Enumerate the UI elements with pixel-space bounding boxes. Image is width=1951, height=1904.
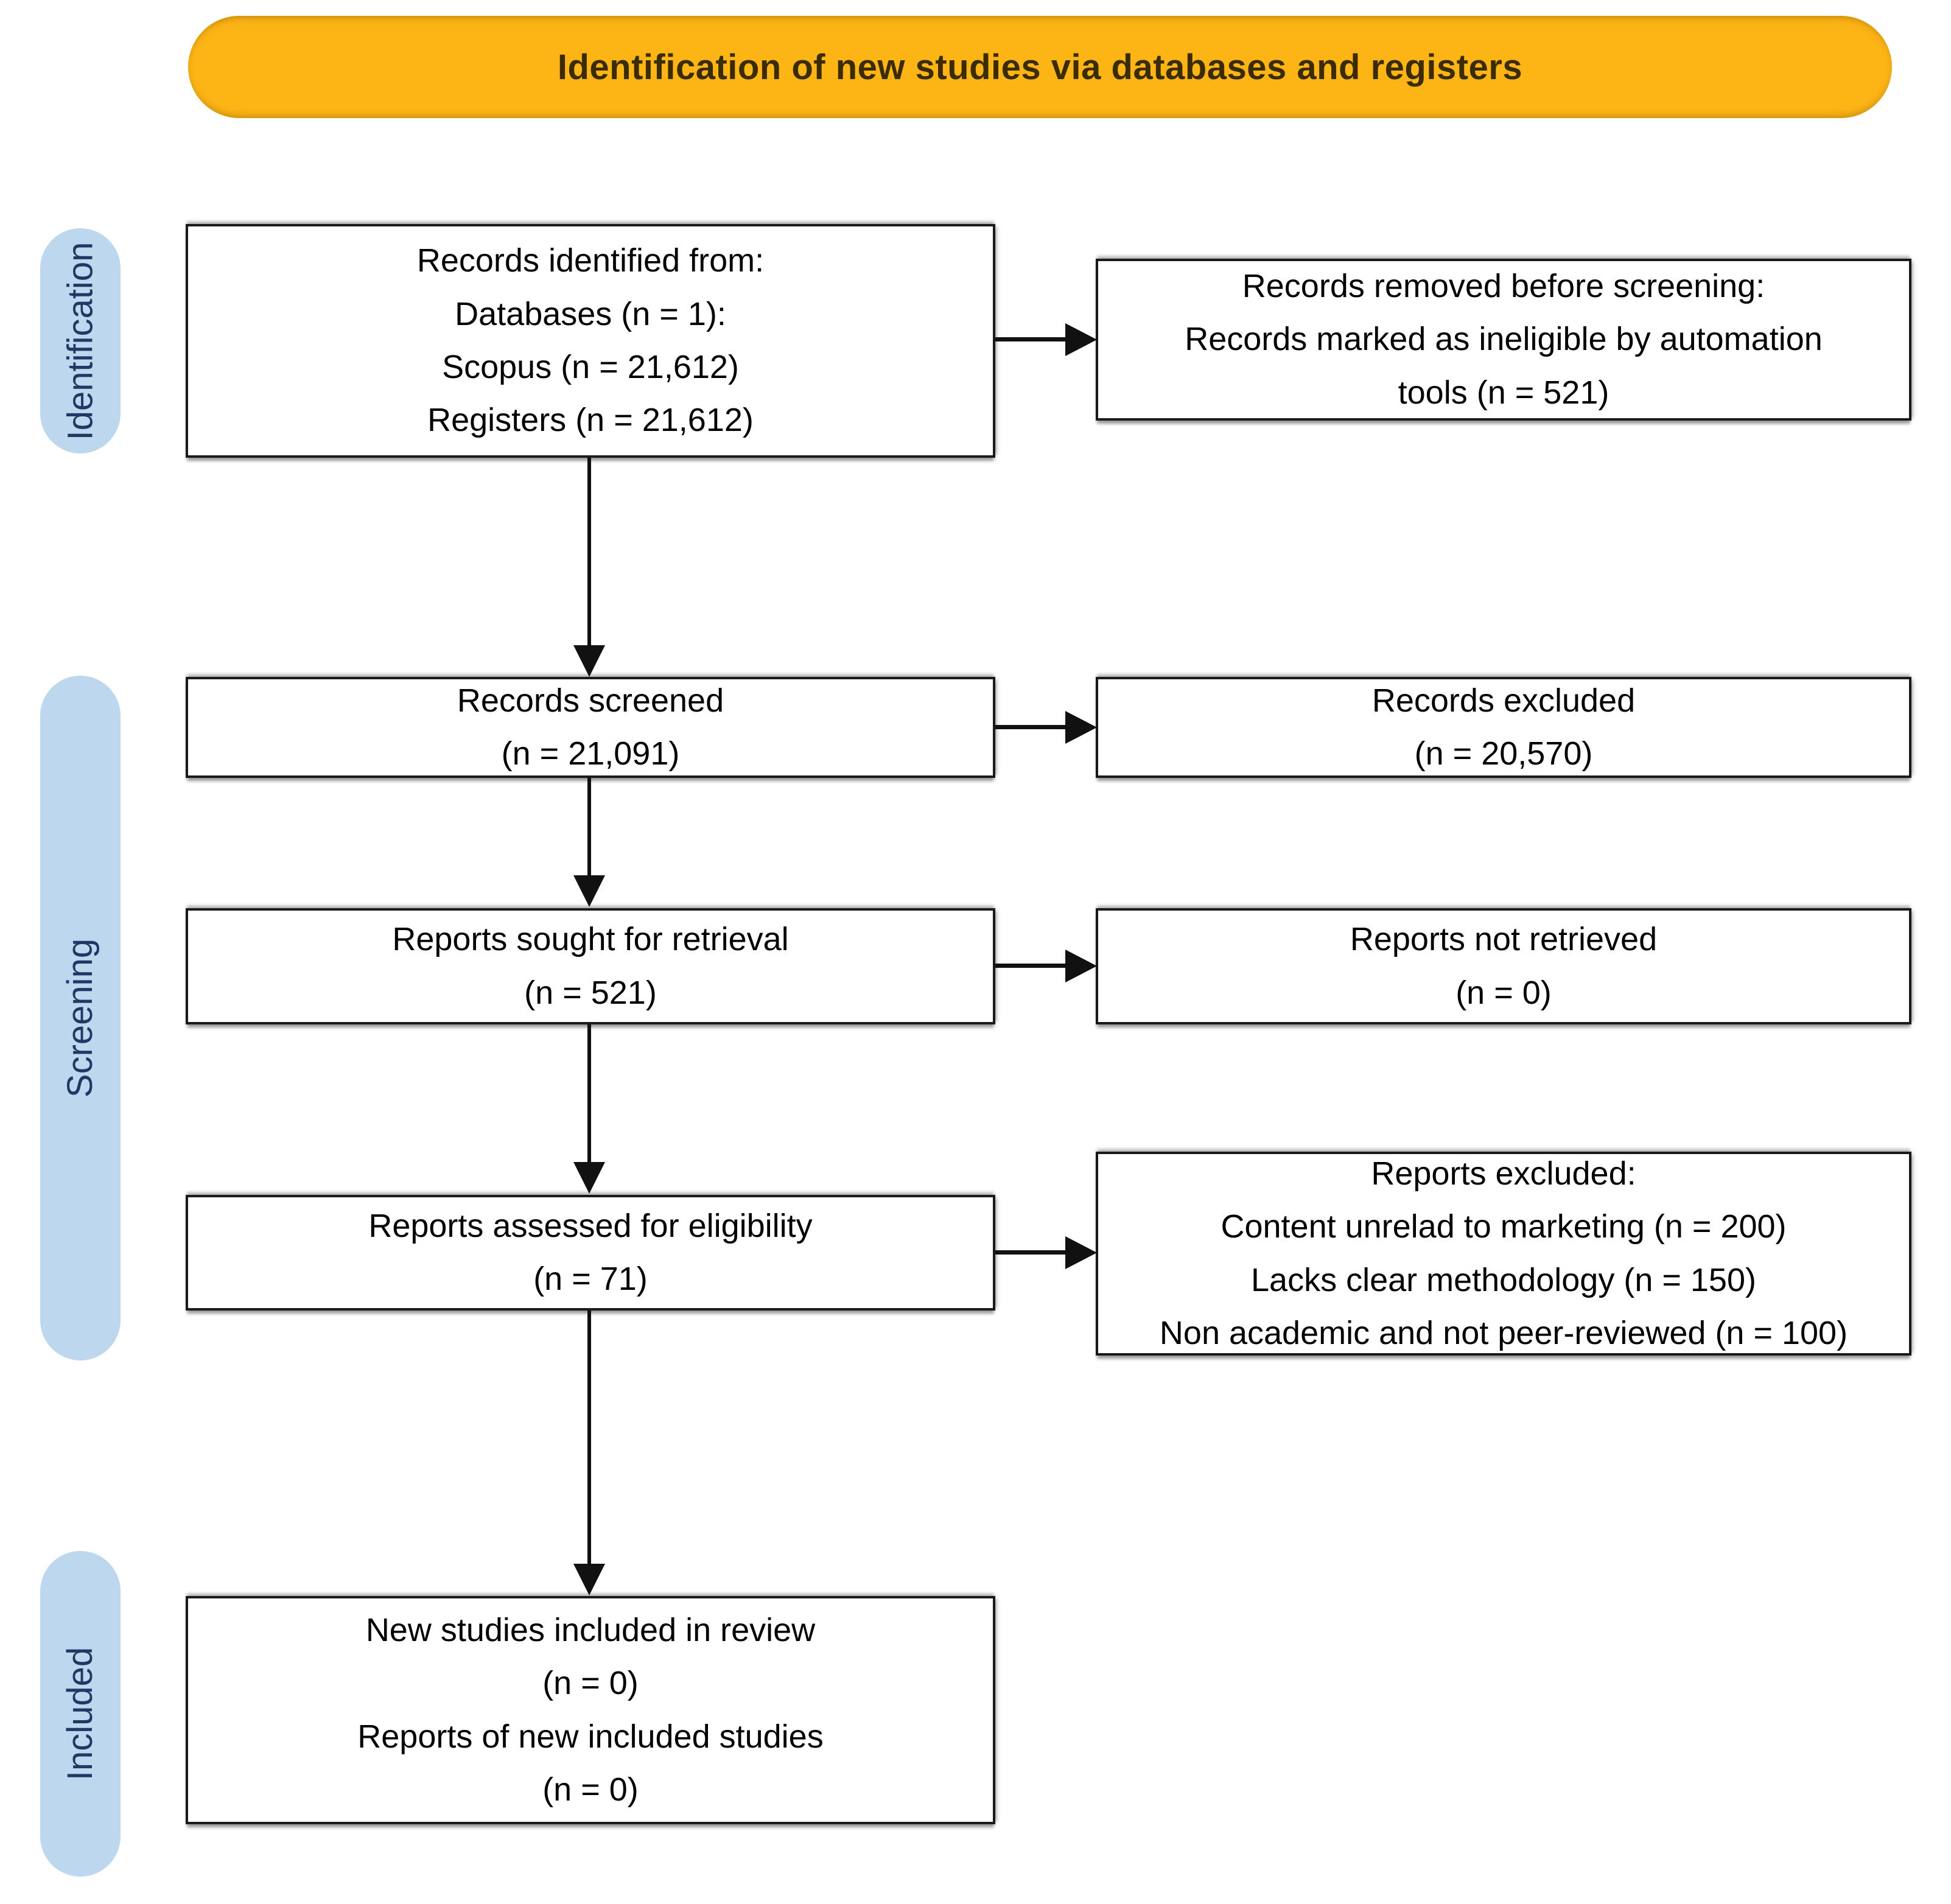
box-records-excluded: Records excluded (n = 20,570) <box>1096 677 1911 778</box>
box-line: Registers (n = 21,612) <box>427 402 754 439</box>
box-line: tools (n = 521) <box>1398 374 1609 411</box>
box-records-removed: Records removed before screening: Record… <box>1096 259 1911 421</box>
box-line: Reports sought for retrieval <box>392 921 789 958</box>
box-line: Records removed before screening: <box>1242 267 1765 304</box>
arrow-assessed-to-repexcluded-head <box>1065 1236 1097 1269</box>
box-records-identified: Records identified from: Databases (n = … <box>186 224 995 458</box>
arrow-identified-to-removed-head <box>1065 323 1097 356</box>
box-line: Scopus (n = 21,612) <box>442 349 739 385</box>
stage-label-included-text: Included <box>60 1647 100 1781</box>
arrow-screened-to-sought-line <box>587 778 591 877</box>
arrow-screened-to-excluded-head <box>1065 711 1097 744</box>
arrow-identified-to-screened-line <box>587 458 591 646</box>
arrow-assessed-to-included-head <box>573 1564 605 1595</box>
box-line: (n = 0) <box>542 1665 639 1702</box>
box-line: Lacks clear methodology (n = 150) <box>1251 1261 1756 1298</box>
banner-title: Identification of new studies via databa… <box>557 47 1523 87</box>
box-line: (n = 21,091) <box>501 735 680 772</box>
box-line: Reports of new included studies <box>357 1718 824 1755</box>
box-line: Databases (n = 1): <box>455 295 726 332</box>
box-reports-sought: Reports sought for retrieval (n = 521) <box>186 908 995 1024</box>
box-records-screened: Records screened (n = 21,091) <box>186 677 995 778</box>
box-new-studies-included: New studies included in review (n = 0) R… <box>186 1596 995 1824</box>
box-line: (n = 521) <box>524 974 657 1011</box>
box-reports-assessed: Reports assessed for eligibility (n = 71… <box>186 1195 995 1311</box>
arrow-identified-to-removed-line <box>995 337 1068 341</box>
box-line: (n = 0) <box>1455 974 1552 1011</box>
box-line: New studies included in review <box>365 1611 816 1648</box>
arrow-sought-to-notretrieved-head <box>1065 950 1097 982</box>
arrow-screened-to-excluded-line <box>995 725 1068 729</box>
box-line: Reports excluded: <box>1371 1155 1636 1192</box>
arrow-assessed-to-repexcluded-line <box>995 1250 1068 1255</box>
arrow-screened-to-sought-head <box>573 875 605 907</box>
arrow-identified-to-screened-head <box>573 645 605 677</box>
box-line: Non academic and not peer-reviewed (n = … <box>1159 1314 1848 1351</box>
box-reports-excluded: Reports excluded: Content unrelad to mar… <box>1096 1152 1911 1356</box>
box-line: Reports assessed for eligibility <box>368 1207 813 1244</box>
arrow-sought-to-assessed-head <box>573 1162 605 1194</box>
arrow-assessed-to-included-line <box>587 1311 591 1565</box>
stage-label-identification-text: Identification <box>60 242 100 440</box>
box-line: (n = 71) <box>533 1261 648 1297</box>
stage-label-included: Included <box>40 1551 121 1877</box>
box-reports-not-retrieved: Reports not retrieved (n = 0) <box>1096 908 1911 1024</box>
box-line: Reports not retrieved <box>1350 921 1658 958</box>
box-line: Records identified from: <box>416 242 765 279</box>
arrow-sought-to-assessed-line <box>587 1024 591 1163</box>
box-line: Records excluded <box>1371 682 1636 719</box>
box-line: (n = 20,570) <box>1414 735 1593 772</box>
stage-label-screening-text: Screening <box>60 938 100 1098</box>
banner: Identification of new studies via databa… <box>188 16 1892 118</box>
box-line: Content unrelad to marketing (n = 200) <box>1221 1208 1787 1245</box>
box-line: Records screened <box>457 682 724 719</box>
stage-label-identification: Identification <box>40 228 121 453</box>
arrow-sought-to-notretrieved-line <box>995 964 1068 968</box>
box-line: Records marked as ineligible by automati… <box>1185 321 1823 358</box>
box-line: (n = 0) <box>542 1771 639 1808</box>
stage-label-screening: Screening <box>40 676 121 1360</box>
